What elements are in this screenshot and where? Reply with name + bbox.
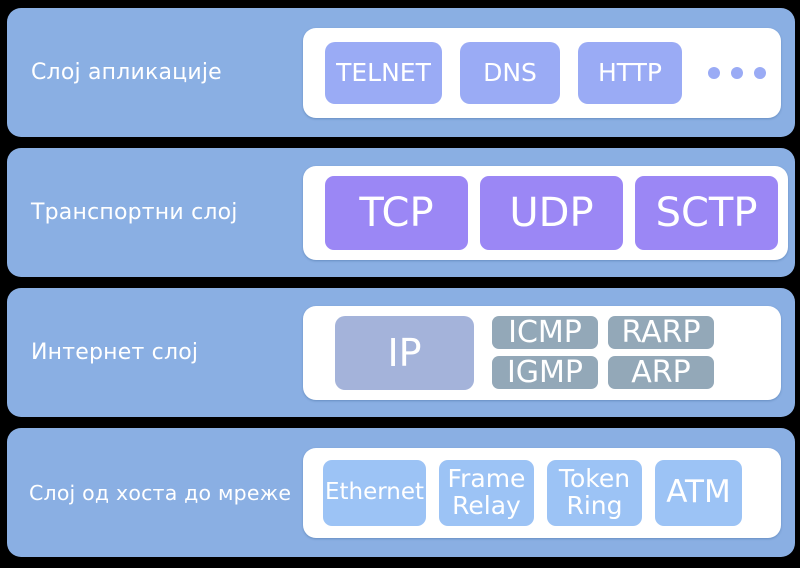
protocol-box-sctp[interactable]: SCTP: [635, 175, 778, 250]
protocol-label-tcp: TCP: [359, 189, 434, 236]
layer-internet[interactable]: Интернет слој IP ICMP RARP IGMP: [7, 288, 795, 417]
protocol-label-atm: ATM: [666, 474, 731, 511]
layer-transport-protocols: TCP UDP SCTP: [313, 175, 778, 250]
layer-internet-protocols: IP ICMP RARP IGMP ARP: [313, 315, 714, 390]
layer-internet-card: IP ICMP RARP IGMP ARP: [303, 305, 781, 400]
protocol-box-igmp[interactable]: IGMP: [492, 356, 598, 389]
layer-transport-label: Транспортни слој: [31, 200, 238, 225]
protocol-label-sctp: SCTP: [655, 189, 758, 236]
protocol-label-ethernet: Ethernet: [324, 479, 425, 506]
protocol-label-token-ring: Token Ring: [558, 464, 631, 520]
protocol-label-udp: UDP: [509, 189, 594, 236]
protocol-box-udp[interactable]: UDP: [480, 175, 623, 250]
layer-transport[interactable]: Транспортни слој TCP UDP SCTP: [7, 148, 795, 277]
protocol-box-ip[interactable]: IP: [335, 315, 474, 390]
protocol-box-icmp[interactable]: ICMP: [492, 316, 598, 349]
protocol-label-arp: ARP: [631, 354, 691, 390]
protocol-label-frame-relay: Frame Relay: [447, 464, 526, 520]
protocol-label-ip: IP: [387, 330, 422, 375]
protocol-box-tcp[interactable]: TCP: [325, 175, 468, 250]
protocol-box-frame-relay[interactable]: Frame Relay: [439, 459, 534, 526]
protocol-box-http[interactable]: HTTP: [578, 41, 682, 104]
layer-internet-label: Интернет слој: [31, 340, 199, 365]
protocol-label-dns: DNS: [483, 58, 537, 87]
protocol-box-token-ring[interactable]: Token Ring: [547, 459, 642, 526]
layer-transport-card: TCP UDP SCTP: [303, 165, 788, 260]
layer-host-to-network-card: Ethernet Frame Relay Token Ring ATM: [303, 447, 781, 538]
protocol-box-arp[interactable]: ARP: [608, 356, 714, 389]
protocol-box-telnet[interactable]: TELNET: [325, 41, 442, 104]
layer-host-to-network-protocols: Ethernet Frame Relay Token Ring ATM: [313, 459, 742, 526]
protocol-label-rarp: RARP: [621, 314, 701, 350]
protocol-label-token-ring-line1: Token: [558, 464, 631, 493]
protocol-box-ethernet[interactable]: Ethernet: [323, 459, 426, 526]
protocol-label-icmp: ICMP: [508, 314, 582, 350]
protocol-label-frame-relay-line1: Frame: [447, 464, 526, 493]
protocol-label-frame-relay-line2: Relay: [452, 490, 521, 520]
layer-host-to-network-label: Слој од хоста до мреже: [29, 480, 292, 505]
ellipsis-icon: [708, 66, 766, 79]
protocol-label-http: HTTP: [598, 58, 662, 87]
layer-application[interactable]: Слој апликације TELNET DNS HTTP: [7, 8, 795, 137]
layer-application-card: TELNET DNS HTTP: [303, 27, 781, 118]
ellipsis-dot-3: [754, 66, 766, 79]
protocol-box-rarp[interactable]: RARP: [608, 316, 714, 349]
protocol-box-dns[interactable]: DNS: [460, 41, 560, 104]
ellipsis-dot-2: [731, 66, 743, 79]
protocol-label-token-ring-line2: Ring: [566, 490, 623, 520]
internet-secondary-protocol-grid: ICMP RARP IGMP ARP: [492, 316, 714, 389]
layer-host-to-network[interactable]: Слој од хоста до мреже Ethernet Frame Re…: [7, 428, 795, 557]
protocol-box-atm[interactable]: ATM: [655, 459, 742, 526]
layer-application-label: Слој апликације: [31, 60, 222, 85]
protocol-label-igmp: IGMP: [506, 354, 584, 390]
protocol-label-telnet: TELNET: [336, 58, 431, 87]
ellipsis-dot-1: [708, 66, 720, 79]
layer-application-protocols: TELNET DNS HTTP: [313, 41, 766, 104]
